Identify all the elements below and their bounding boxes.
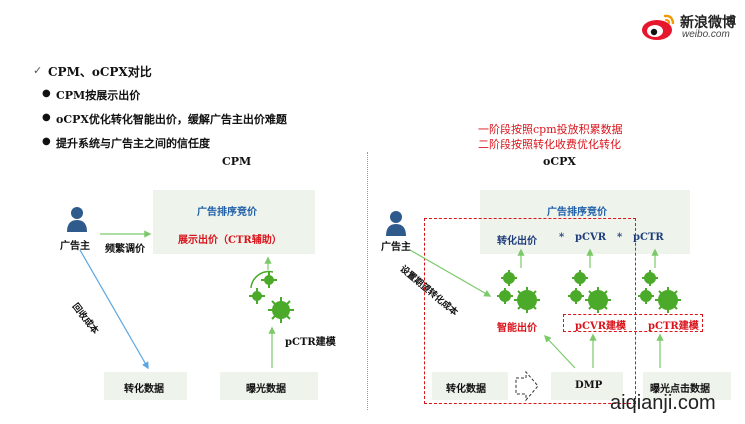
ocpx-formula-op: * <box>617 232 623 243</box>
cpm-exposure-box <box>220 372 318 400</box>
ocpx-panel-title: oCPX <box>543 155 576 168</box>
cpm-model-gears-icon <box>249 270 294 323</box>
logo-brand-en: weibo.com <box>682 29 730 40</box>
ocpx-dmp-label: DMP <box>575 380 603 391</box>
page-heading: CPM、oCPX对比 <box>48 65 152 79</box>
ocpx-formula-term: pCVR <box>575 232 607 243</box>
cpm-panel-title: CPM <box>222 155 252 168</box>
bullet-item: 提升系统与广告主之间的信任度 <box>56 137 210 150</box>
bullet-item: oCPX优化转化智能出价，缓解广告主出价难题 <box>56 113 287 126</box>
cpm-bid-label: 展示出价（CTR辅助） <box>178 235 282 246</box>
check-icon: ✓ <box>33 64 43 77</box>
bullet-item: CPM按展示出价 <box>56 89 141 102</box>
weibo-logo-icon <box>642 14 675 40</box>
cpm-exposure-label: 曝光数据 <box>246 384 286 395</box>
ocpx-red-frame <box>424 218 636 404</box>
ocpx-dmp-box <box>551 372 623 400</box>
ocpx-pctr-model-label: pCTR建模 <box>648 321 699 332</box>
ocpx-formula-term: pCTR <box>633 232 664 243</box>
ocpx-target-arrow <box>409 249 492 297</box>
cpm-cost-arrow <box>79 249 149 370</box>
red-note: 一阶段按照cpm投放积累数据 <box>478 123 623 136</box>
bullet-dot: ● <box>42 112 51 123</box>
ocpx-pcvr-gears-icon <box>568 270 611 313</box>
ocpx-dmp-to-bid-arrow <box>544 334 576 369</box>
ocpx-smart-bid-gears-icon <box>497 270 540 313</box>
cpm-ranking-label: 广告排序竞价 <box>197 207 257 218</box>
ocpx-pcvr-model-label: pCVR建模 <box>575 321 627 332</box>
ocpx-ranking-label: 广告排序竞价 <box>547 207 607 218</box>
watermark: aiqianji.com <box>610 392 716 414</box>
ocpx-dashed-block-arrow <box>515 370 539 402</box>
logo-brand-cn: 新浪微博 <box>680 14 736 30</box>
ocpx-conversion-label: 转化数据 <box>446 384 486 395</box>
cpm-ranking-box <box>153 190 315 254</box>
bullet-dot: ● <box>42 136 51 147</box>
ocpx-red-frame <box>563 314 703 332</box>
ocpx-exposure-click-label: 曝光点击数据 <box>650 384 710 395</box>
cpm-conversion-label: 转化数据 <box>124 384 164 395</box>
bullet-dot: ● <box>42 88 51 99</box>
panel-divider <box>367 152 368 410</box>
ocpx-advertiser-user-icon <box>386 211 406 236</box>
ocpx-advertiser-label: 广告主 <box>381 242 411 253</box>
ocpx-conversion-box <box>432 372 508 400</box>
cpm-adjust-label: 频繁调价 <box>105 244 145 255</box>
cpm-model-label: pCTR建模 <box>285 337 336 348</box>
cpm-conversion-box <box>104 372 187 400</box>
ocpx-smart-bid-label: 智能出价 <box>497 323 537 334</box>
cpm-advertiser-user-icon <box>67 207 87 232</box>
cpm-advertiser-label: 广告主 <box>60 241 90 252</box>
ocpx-formula-op: * <box>559 232 565 243</box>
red-note: 二阶段按照转化收费优化转化 <box>478 138 621 151</box>
ocpx-pctr-gears-icon <box>638 270 681 313</box>
ocpx-formula-term: 转化出价 <box>497 236 537 247</box>
ocpx-ranking-box <box>480 190 690 254</box>
ocpx-exposure-click-box <box>643 372 731 400</box>
